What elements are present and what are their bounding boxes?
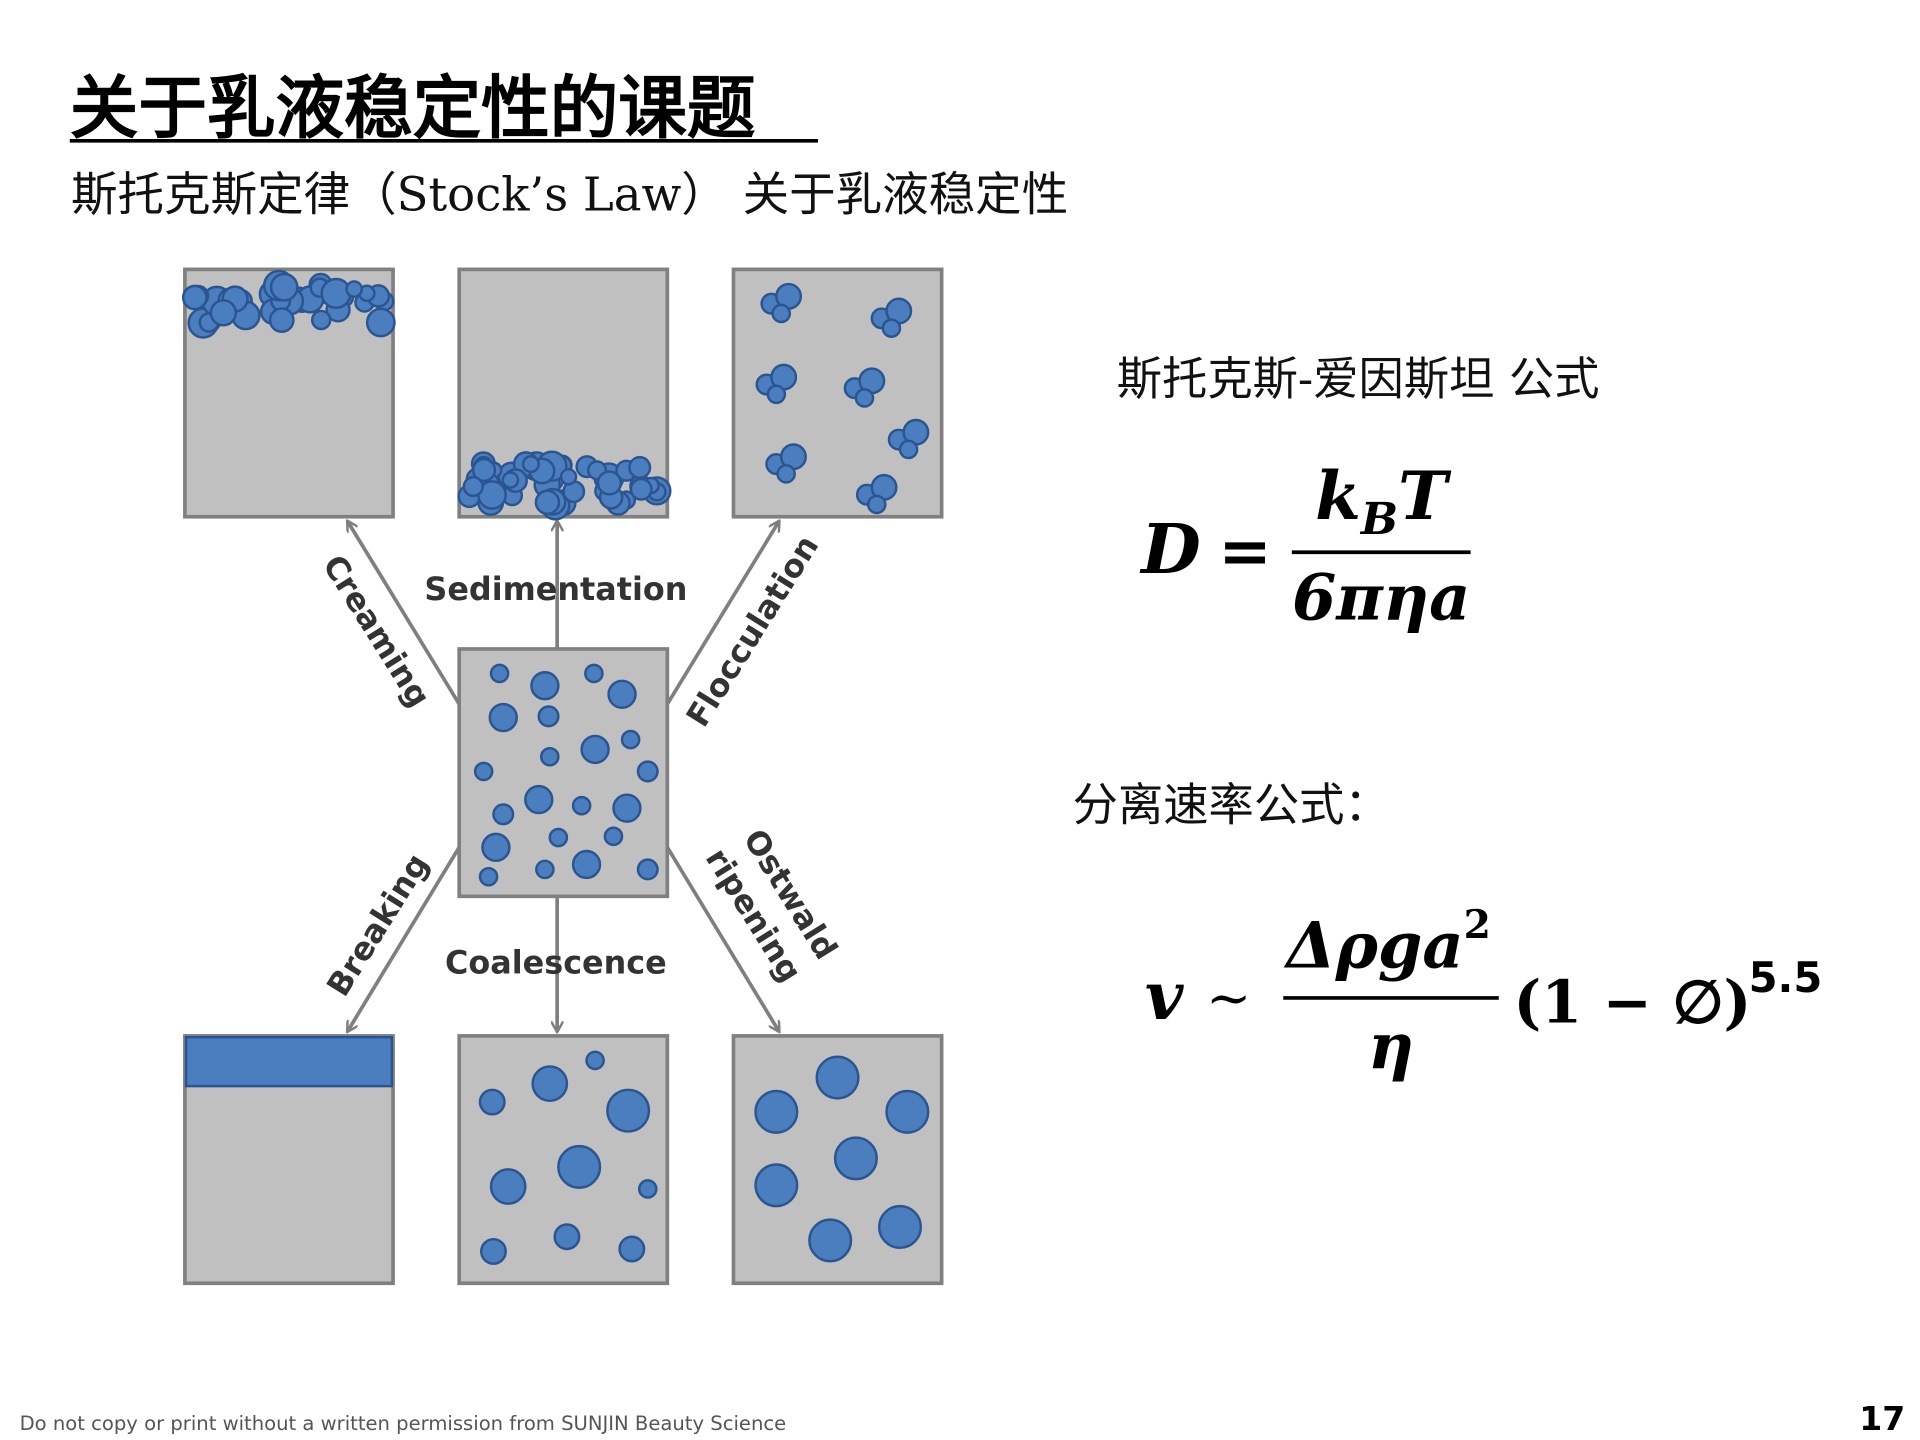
- droplet: [524, 784, 554, 815]
- droplet: [637, 1179, 658, 1199]
- droplet: [866, 494, 887, 515]
- droplet: [492, 803, 515, 826]
- droplet: [636, 760, 659, 783]
- droplet: [606, 1088, 651, 1133]
- droplet: [489, 663, 510, 684]
- droplet: [881, 318, 902, 338]
- velocity-sim: ~: [1206, 966, 1251, 1029]
- droplet: [537, 705, 560, 728]
- droplet: [534, 489, 561, 516]
- droplet: [815, 1055, 860, 1100]
- droplet: [462, 475, 484, 498]
- droplet: [548, 827, 569, 848]
- droplet: [808, 1218, 853, 1263]
- droplet: [471, 457, 497, 483]
- droplet: [535, 859, 555, 880]
- droplet: [489, 1168, 527, 1205]
- droplet: [571, 849, 602, 880]
- droplet: [585, 1050, 605, 1071]
- droplet: [612, 793, 642, 823]
- numerator-text: Δρga: [1283, 908, 1463, 983]
- droplet: [488, 702, 518, 733]
- k-symbol: k: [1315, 457, 1361, 535]
- droplet: [181, 284, 208, 311]
- droplet: [530, 671, 560, 701]
- velocity-denominator: η: [1368, 1009, 1414, 1084]
- label-creaming: Creaming: [315, 548, 438, 714]
- emulsion-instability-diagram: Sedimentation Creaming Flocculation Brea…: [181, 267, 944, 1286]
- label-flocculation: Flocculation: [678, 528, 826, 733]
- velocity-exponent: 5.5: [1749, 953, 1823, 1002]
- droplet: [766, 384, 787, 405]
- label-sedimentation: Sedimentation: [424, 570, 687, 608]
- velocity-lhs: v: [1145, 957, 1184, 1035]
- droplet: [596, 470, 623, 496]
- droplet: [580, 734, 610, 765]
- droplet: [540, 746, 560, 767]
- arrow-creaming: [348, 522, 461, 706]
- droplet: [620, 729, 641, 750]
- droplet: [854, 388, 875, 408]
- droplet: [771, 303, 792, 324]
- droplet: [481, 832, 511, 863]
- droplet: [571, 795, 592, 816]
- arrow-breaking: [348, 846, 461, 1031]
- diffusion-equals: =: [1218, 514, 1271, 589]
- velocity-factor: (1 − ∅): [1513, 967, 1751, 1036]
- droplet: [365, 307, 396, 338]
- droplet: [877, 1204, 923, 1249]
- droplet: [531, 1065, 569, 1103]
- droplet: [629, 477, 653, 501]
- slide-title: 关于乳液稳定性的课题: [70, 69, 756, 149]
- droplet: [345, 280, 364, 298]
- droplet: [776, 464, 796, 484]
- diffusion-numerator: kBT: [1315, 457, 1452, 545]
- droplet: [269, 272, 299, 302]
- droplet: [478, 1088, 506, 1116]
- copyright-notice: Do not copy or print without a written p…: [20, 1412, 787, 1435]
- stokes-einstein-heading: 斯托克斯-爱因斯坦 公式: [1117, 352, 1600, 405]
- diffusion-formula: D = kBT 6πηa: [1139, 457, 1471, 636]
- droplet: [310, 309, 332, 331]
- t-symbol: T: [1398, 457, 1452, 535]
- page-number: 17: [1859, 1399, 1905, 1438]
- droplet: [501, 471, 520, 489]
- label-coalescence: Coalescence: [445, 943, 667, 981]
- separation-heading: 分离速率公式：: [1073, 778, 1390, 831]
- slide-subtitle: 斯托克斯定律（Stock’s Law） 关于乳液稳定性: [71, 168, 1068, 222]
- droplet: [553, 1223, 581, 1251]
- droplet: [320, 277, 352, 309]
- droplet: [754, 1089, 799, 1134]
- droplet: [521, 455, 540, 474]
- droplet: [833, 1136, 878, 1181]
- b-subscript: B: [1359, 494, 1398, 545]
- droplet: [557, 1144, 602, 1189]
- arrow-ostwald: [665, 846, 778, 1031]
- arrows: [348, 522, 779, 1031]
- droplet: [603, 826, 624, 847]
- separated-oil-layer: [184, 1035, 394, 1088]
- droplet: [898, 439, 919, 460]
- droplet: [885, 1089, 930, 1134]
- droplet: [754, 1163, 799, 1208]
- arrow-flocculation: [665, 522, 778, 706]
- droplet: [209, 299, 238, 327]
- droplet: [559, 468, 578, 486]
- droplet: [478, 866, 499, 887]
- droplet: [636, 858, 659, 881]
- velocity-numerator: Δρga2: [1283, 902, 1491, 983]
- droplet: [584, 663, 604, 684]
- numerator-exponent: 2: [1464, 902, 1491, 948]
- droplet: [473, 761, 494, 782]
- diffusion-denominator: 6πηa: [1292, 561, 1470, 636]
- droplet: [268, 307, 295, 333]
- droplet: [618, 1235, 646, 1263]
- droplet: [628, 455, 652, 480]
- velocity-formula: v ~ Δρga2 η (1 − ∅) 5.5: [1145, 902, 1822, 1084]
- droplet: [607, 679, 637, 709]
- droplet: [480, 1237, 507, 1265]
- diffusion-lhs: D: [1139, 510, 1200, 590]
